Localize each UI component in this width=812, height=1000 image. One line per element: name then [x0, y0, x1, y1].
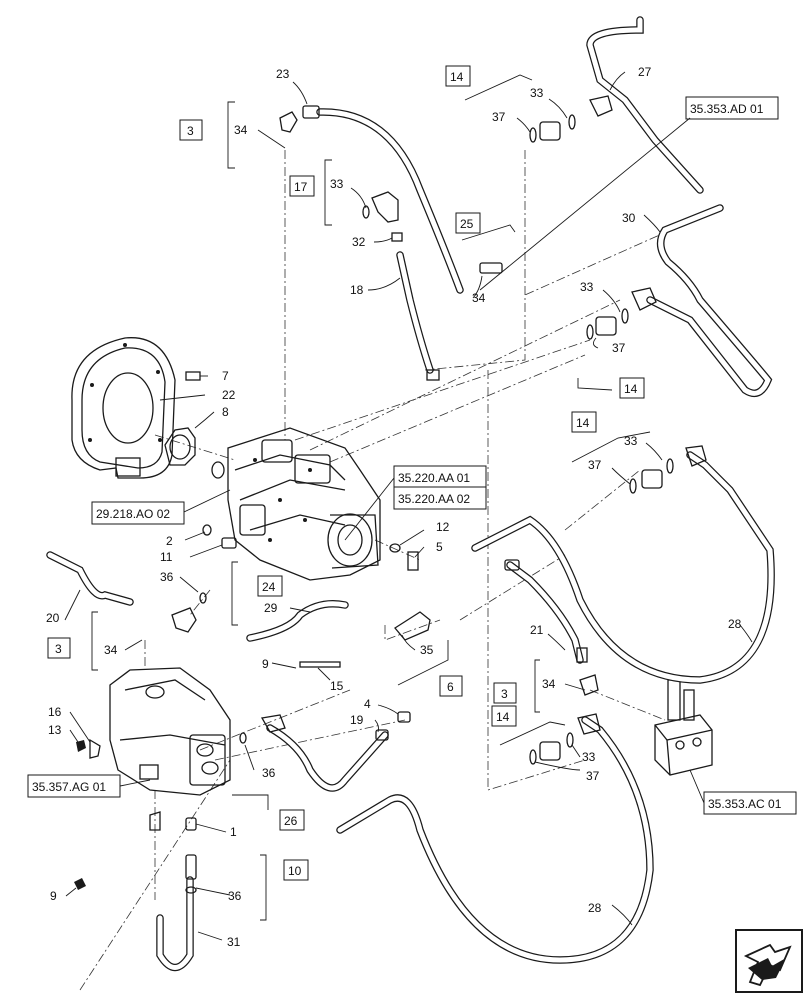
callout-13: 13	[48, 723, 62, 737]
group-box-3: 3	[55, 642, 62, 656]
right-valve-block	[654, 679, 713, 776]
callout-33: 33	[580, 280, 594, 294]
callout-33: 33	[624, 434, 638, 448]
group-box-6: 6	[447, 680, 454, 694]
callout-27: 27	[638, 65, 652, 79]
callout-19: 19	[350, 713, 364, 727]
callout-36: 36	[160, 570, 174, 584]
group-box-24: 24	[262, 580, 276, 594]
callout-8: 8	[222, 405, 229, 419]
hoses	[46, 16, 775, 972]
callout-33: 33	[330, 177, 344, 191]
callout-35: 35	[420, 643, 434, 657]
group-boxes: 3 17 14 25 14 14 24 3 6 3 14 26 10	[47, 65, 645, 881]
callout-12: 12	[436, 520, 450, 534]
ref-35-357-ag-01: 35.357.AG 01	[32, 780, 106, 794]
group-box-17: 17	[294, 180, 308, 194]
control-valve-block	[109, 667, 231, 796]
callout-11: 11	[160, 550, 173, 564]
fittings	[74, 95, 707, 894]
callout-31: 31	[227, 935, 241, 949]
callout-9: 9	[262, 657, 269, 671]
reference-boxes: 35.353.AD 01 35.220.AA 01 35.220.AA 02 2…	[27, 96, 797, 815]
callout-28: 28	[588, 901, 602, 915]
callout-34: 34	[542, 677, 556, 691]
group-box-14: 14	[496, 710, 510, 724]
group-box-26: 26	[284, 814, 298, 828]
ref-35-353-ac-01: 35.353.AC 01	[708, 797, 782, 811]
callout-29: 29	[264, 601, 278, 615]
callout-37: 37	[588, 458, 602, 472]
leader-lines	[64, 71, 753, 941]
group-box-10: 10	[288, 864, 302, 878]
forward-arrow-icon[interactable]	[735, 929, 803, 993]
callout-4: 4	[364, 697, 371, 711]
callout-34: 34	[472, 291, 486, 305]
callout-16: 16	[48, 705, 62, 719]
hydraulic-pump-assembly	[227, 427, 381, 581]
callout-7: 7	[222, 369, 229, 383]
callout-32: 32	[352, 235, 366, 249]
callout-2: 2	[166, 534, 173, 548]
group-box-14: 14	[624, 382, 638, 396]
callout-23: 23	[276, 67, 290, 81]
callout-1: 1	[230, 825, 237, 839]
callout-34: 34	[234, 123, 248, 137]
ref-29-218-ao-02: 29.218.AO 02	[96, 507, 170, 521]
ref-35-220-aa-02: 35.220.AA 02	[398, 492, 470, 506]
callout-15: 15	[330, 679, 344, 693]
callout-30: 30	[622, 211, 636, 225]
callout-5: 5	[436, 540, 443, 554]
ref-35-353-ad-01: 35.353.AD 01	[690, 102, 764, 116]
callout-36: 36	[262, 766, 276, 780]
callout-labels: 23 34 33 32 18 34 33 37 27 30 33 37 7 22…	[46, 65, 742, 949]
callout-28: 28	[728, 617, 742, 631]
callout-37: 37	[612, 341, 626, 355]
ref-35-220-aa-01: 35.220.AA 01	[398, 471, 470, 485]
callout-37: 37	[492, 110, 506, 124]
callout-9: 9	[50, 889, 57, 903]
callout-36: 36	[228, 889, 242, 903]
callout-37: 37	[586, 769, 600, 783]
center-lines	[79, 150, 721, 991]
brackets	[91, 74, 651, 921]
callout-21: 21	[530, 623, 544, 637]
flywheel-housing-plate	[71, 337, 176, 479]
group-box-14: 14	[450, 70, 464, 84]
callout-33: 33	[530, 86, 544, 100]
group-box-3: 3	[187, 124, 194, 138]
callout-20: 20	[46, 611, 60, 625]
callout-33: 33	[582, 750, 596, 764]
group-box-25: 25	[460, 217, 474, 231]
group-box-14: 14	[576, 416, 590, 430]
group-box-3: 3	[501, 687, 508, 701]
coupling-hub	[164, 427, 225, 479]
callout-22: 22	[222, 388, 236, 402]
callout-34: 34	[104, 643, 118, 657]
callout-18: 18	[350, 283, 364, 297]
